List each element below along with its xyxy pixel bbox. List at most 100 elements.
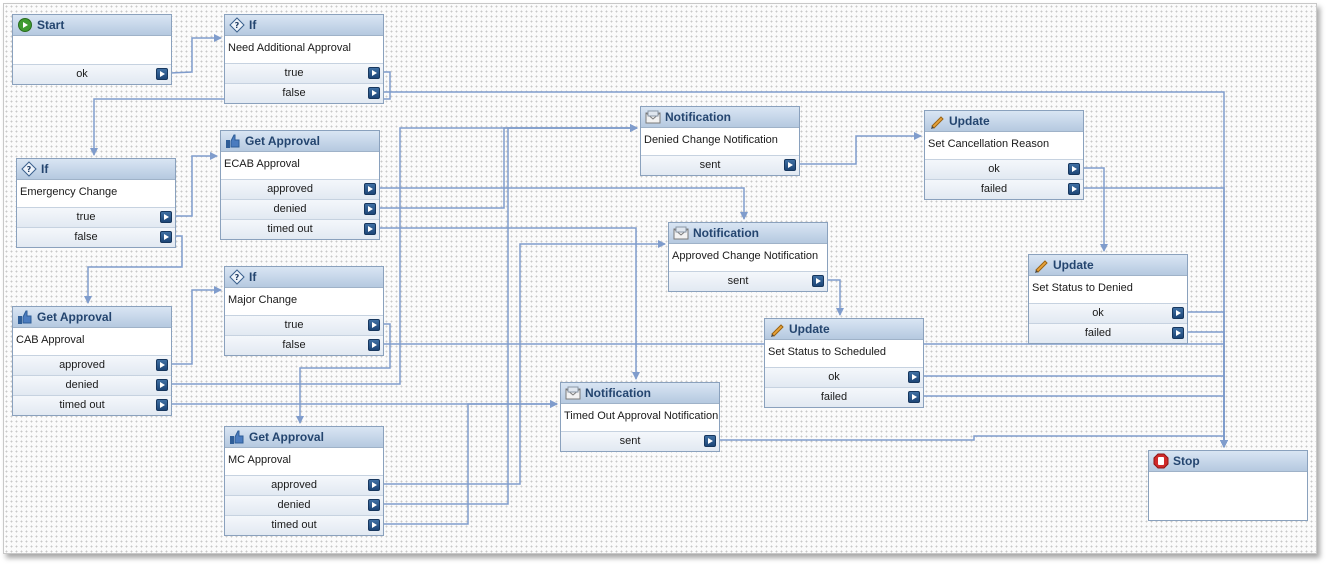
activity-header[interactable]: Update [765,319,923,340]
exit-port-icon[interactable] [784,159,796,171]
activity-title: If [249,270,257,284]
connector-u2-failed[interactable] [1186,331,1228,448]
exit-port-icon[interactable] [160,211,172,223]
exit-port-icon[interactable] [156,379,168,391]
connector-ga3-timedout[interactable] [382,400,558,525]
exit-label: approved [271,479,317,491]
exit-port-icon[interactable] [704,435,716,447]
exit-port-icon[interactable] [368,67,380,79]
connector-n1-sent[interactable] [798,132,922,165]
activity-header[interactable]: Start [13,15,171,36]
exit-port-icon[interactable] [160,231,172,243]
connector-n2-sent[interactable] [826,279,844,316]
exit-port-icon[interactable] [368,519,380,531]
connector-ga1-denied[interactable] [378,124,638,209]
connector-start-ok[interactable] [169,34,222,74]
connector-ga1-timedout[interactable] [378,227,640,380]
exit-port-icon[interactable] [368,499,380,511]
connector-ga1-approved[interactable] [378,187,748,220]
exit-ok: ok [765,367,923,387]
exit-port-icon[interactable] [364,183,376,195]
exit-denied: denied [13,375,171,395]
activity-title: If [41,162,49,176]
activity-header[interactable]: Stop [1149,451,1307,472]
activity-header[interactable]: ?If [17,159,175,180]
connector-u3-failed[interactable] [922,395,1228,448]
exit-label: sent [699,159,721,171]
exit-port-icon[interactable] [1068,183,1080,195]
exit-port-icon[interactable] [156,399,168,411]
activity-title: Notification [585,386,651,400]
activity-header[interactable]: Notification [641,107,799,128]
exit-port-icon[interactable] [368,339,380,351]
exit-label: denied [65,379,99,391]
exit-true: true [225,63,383,83]
activity-title: Update [789,322,830,336]
exit-port-icon[interactable] [368,87,380,99]
connector-u2-ok[interactable] [1186,311,1228,448]
exit-port-icon[interactable] [364,223,376,235]
activity-subtitle [13,36,171,64]
exit-port-icon[interactable] [1172,307,1184,319]
exit-label: approved [59,359,105,371]
activity-subtitle: MC Approval [228,454,291,466]
connector-n3-sent[interactable] [718,435,1228,448]
exit-denied: denied [225,495,383,515]
exit-port-icon[interactable] [364,203,376,215]
connector-u1-ok[interactable] [1082,167,1108,252]
activity-header[interactable]: ?If [225,15,383,36]
exit-port-icon[interactable] [1068,163,1080,175]
activity-header[interactable]: ?If [225,267,383,288]
activity-header[interactable]: Get Approval [225,427,383,448]
exit-port-icon[interactable] [908,391,920,403]
exit-label: true [284,67,304,79]
exit-sent: sent [669,271,827,291]
exit-label: true [76,211,96,223]
exit-label: failed [820,391,848,403]
activity-header[interactable]: Get Approval [13,307,171,328]
exit-port-icon[interactable] [156,359,168,371]
exit-label: failed [1084,327,1112,339]
exit-label: denied [277,499,311,511]
exit-label: sent [727,275,749,287]
exit-port-icon[interactable] [812,275,824,287]
exit-label: false [282,339,306,351]
exit-port-icon[interactable] [368,479,380,491]
activity-stop-stop[interactable]: Stop [1148,450,1308,521]
exit-false: false [17,227,175,247]
connector-ga2-approved[interactable] [170,286,222,365]
exit-port-icon[interactable] [368,319,380,331]
activity-header[interactable]: Update [925,111,1083,132]
thumbs-up-icon [225,133,241,149]
exit-ok: ok [1029,303,1187,323]
activity-header[interactable]: Update [1029,255,1187,276]
connector-if2-true[interactable] [174,152,218,217]
connector-u3-ok[interactable] [922,375,1228,448]
exit-port-icon[interactable] [908,371,920,383]
activity-header[interactable]: Get Approval [221,131,379,152]
activity-header[interactable]: Notification [669,223,827,244]
thumbs-up-icon [229,429,245,445]
pencil-icon [769,321,785,337]
exit-port-icon[interactable] [1172,327,1184,339]
activity-title: Get Approval [249,430,324,444]
exit-label: timed out [267,223,313,235]
exit-approved: approved [13,355,171,375]
activity-header[interactable]: Notification [561,383,719,404]
exit-port-icon[interactable] [156,68,168,80]
exit-false: false [225,335,383,355]
